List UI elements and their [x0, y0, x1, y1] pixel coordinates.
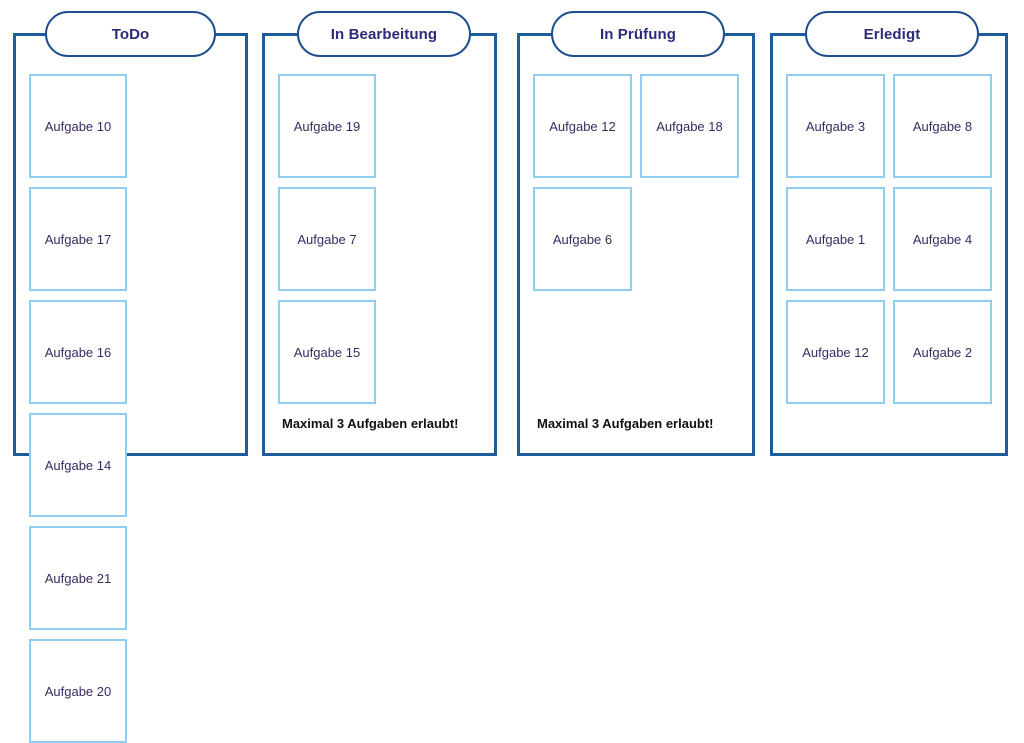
- column-limit-note: Maximal 3 Aufgaben erlaubt!: [537, 416, 714, 431]
- column-header-pill-erledigt[interactable]: Erledigt: [805, 11, 979, 57]
- card-grid-todo: Aufgabe 10 Aufgabe 17 Aufgabe 16 Aufgabe…: [29, 74, 232, 743]
- task-card[interactable]: Aufgabe 12: [533, 74, 632, 178]
- task-card-label: Aufgabe 6: [552, 231, 613, 247]
- task-card-label: Aufgabe 16: [44, 344, 112, 360]
- task-card[interactable]: Aufgabe 10: [29, 74, 127, 178]
- task-card-label: Aufgabe 20: [44, 683, 112, 699]
- task-card[interactable]: Aufgabe 8: [893, 74, 992, 178]
- column-limit-note: Maximal 3 Aufgaben erlaubt!: [282, 416, 459, 431]
- task-card-label: Aufgabe 8: [912, 118, 973, 134]
- task-card[interactable]: Aufgabe 1: [786, 187, 885, 291]
- task-card-label: Aufgabe 19: [293, 118, 361, 134]
- kanban-board: Aufgabe 10 Aufgabe 17 Aufgabe 16 Aufgabe…: [13, 11, 1008, 743]
- kanban-column-in-pruefung[interactable]: Aufgabe 12 Aufgabe 18 Aufgabe 6 Maximal …: [517, 33, 755, 456]
- kanban-column-in-bearbeitung[interactable]: Aufgabe 19 Aufgabe 7 Aufgabe 15 Maximal …: [262, 33, 497, 456]
- task-card[interactable]: Aufgabe 18: [640, 74, 739, 178]
- column-title: ToDo: [111, 25, 150, 43]
- task-card[interactable]: Aufgabe 7: [278, 187, 376, 291]
- kanban-column-todo[interactable]: Aufgabe 10 Aufgabe 17 Aufgabe 16 Aufgabe…: [13, 33, 248, 743]
- column-header-pill-in-bearbeitung[interactable]: In Bearbeitung: [297, 11, 471, 57]
- task-card-label: Aufgabe 7: [297, 231, 357, 247]
- card-area-erledigt: Aufgabe 3 Aufgabe 8 Aufgabe 1 Aufgabe 4 …: [773, 36, 1005, 453]
- card-grid-erledigt: Aufgabe 3 Aufgabe 8 Aufgabe 1 Aufgabe 4 …: [786, 74, 992, 404]
- column-title: Erledigt: [863, 25, 921, 43]
- task-card[interactable]: Aufgabe 14: [29, 413, 127, 517]
- card-area-todo: Aufgabe 10 Aufgabe 17 Aufgabe 16 Aufgabe…: [16, 36, 245, 743]
- task-card-label: Aufgabe 21: [44, 570, 112, 586]
- card-area-in-bearbeitung: Aufgabe 19 Aufgabe 7 Aufgabe 15: [265, 36, 494, 453]
- card-area-in-pruefung: Aufgabe 12 Aufgabe 18 Aufgabe 6: [520, 36, 752, 453]
- task-card-label: Aufgabe 10: [44, 118, 112, 134]
- kanban-column-erledigt[interactable]: Aufgabe 3 Aufgabe 8 Aufgabe 1 Aufgabe 4 …: [770, 33, 1008, 456]
- task-card-label: Aufgabe 4: [912, 231, 973, 247]
- column-title: In Bearbeitung: [330, 25, 438, 43]
- task-card-label: Aufgabe 17: [44, 231, 112, 247]
- task-card-label: Aufgabe 15: [293, 344, 361, 360]
- task-card[interactable]: Aufgabe 21: [29, 526, 127, 630]
- task-card-label: Aufgabe 2: [912, 344, 973, 360]
- task-card[interactable]: Aufgabe 6: [533, 187, 632, 291]
- task-card-label: Aufgabe 18: [656, 118, 723, 134]
- task-card[interactable]: Aufgabe 2: [893, 300, 992, 404]
- task-card[interactable]: Aufgabe 20: [29, 639, 127, 743]
- task-card[interactable]: Aufgabe 3: [786, 74, 885, 178]
- task-card-label: Aufgabe 1: [805, 231, 866, 247]
- task-card[interactable]: Aufgabe 19: [278, 74, 376, 178]
- task-card[interactable]: Aufgabe 4: [893, 187, 992, 291]
- card-grid-in-pruefung: Aufgabe 12 Aufgabe 18 Aufgabe 6: [533, 74, 739, 291]
- task-card[interactable]: Aufgabe 12: [786, 300, 885, 404]
- column-header-pill-in-pruefung[interactable]: In Prüfung: [551, 11, 725, 57]
- task-card-label: Aufgabe 14: [44, 457, 112, 473]
- task-card[interactable]: Aufgabe 15: [278, 300, 376, 404]
- card-grid-in-bearbeitung: Aufgabe 19 Aufgabe 7 Aufgabe 15: [278, 74, 481, 404]
- task-card[interactable]: Aufgabe 17: [29, 187, 127, 291]
- task-card[interactable]: Aufgabe 16: [29, 300, 127, 404]
- column-title: In Prüfung: [600, 25, 676, 43]
- task-card-label: Aufgabe 12: [802, 344, 869, 360]
- task-card-label: Aufgabe 12: [549, 118, 616, 134]
- task-card-label: Aufgabe 3: [805, 118, 866, 134]
- column-header-pill-todo[interactable]: ToDo: [45, 11, 216, 57]
